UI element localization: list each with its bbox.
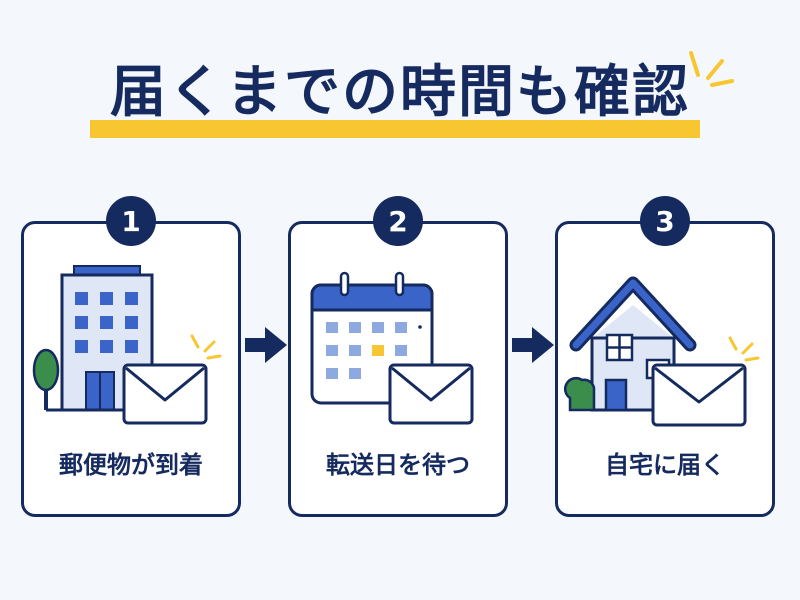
step-label-text: 自宅に届く bbox=[601, 450, 729, 486]
page-title: 届くまでの時間も確認 bbox=[110, 60, 690, 125]
step-label: 自宅に届く bbox=[555, 450, 775, 486]
tree-icon bbox=[32, 348, 60, 410]
step-label-text: 転送日を待つ bbox=[322, 450, 474, 486]
sparkle-icon bbox=[689, 51, 734, 87]
step-number-badge: 1 bbox=[106, 196, 156, 246]
arrow-right-icon bbox=[245, 327, 287, 363]
sparkle-icon bbox=[190, 334, 222, 360]
title-container: 届くまでの時間も確認 bbox=[0, 58, 800, 128]
step-label: 転送日を待つ bbox=[288, 450, 508, 486]
envelope-icon bbox=[651, 363, 747, 427]
envelope-icon bbox=[388, 363, 474, 425]
envelope-icon bbox=[122, 363, 208, 425]
sparkle-icon bbox=[728, 336, 760, 362]
step-number-badge: 2 bbox=[373, 196, 423, 246]
step-number-badge: 3 bbox=[640, 196, 690, 246]
step-label: 郵便物が到着 bbox=[21, 450, 241, 486]
step-label-text: 郵便物が到着 bbox=[55, 450, 207, 486]
bush-icon bbox=[563, 376, 596, 412]
arrow-right-icon bbox=[512, 327, 554, 363]
